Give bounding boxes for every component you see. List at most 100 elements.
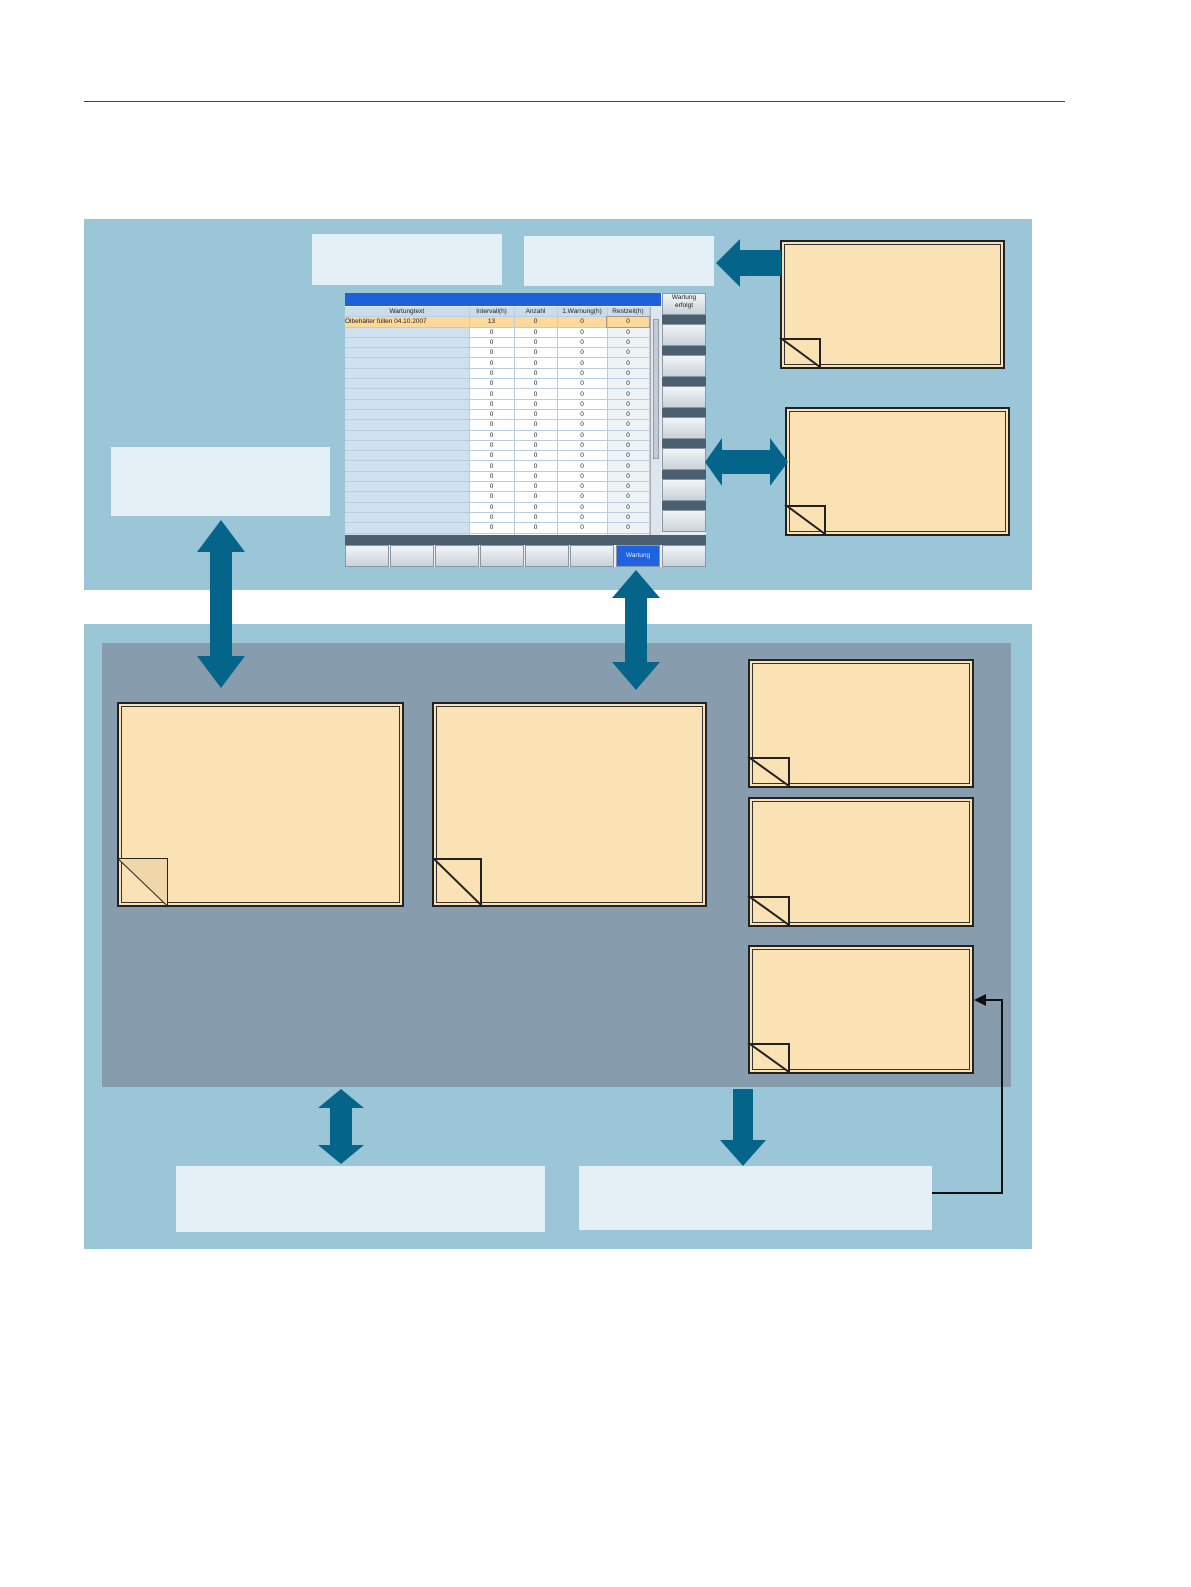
table-cell[interactable]: 13 <box>469 316 515 328</box>
table-cell[interactable]: 0 <box>607 460 650 472</box>
table-cell[interactable]: 0 <box>557 357 608 369</box>
table-cell[interactable] <box>345 378 470 390</box>
table-cell[interactable]: 0 <box>557 399 608 410</box>
table-cell[interactable] <box>345 512 470 524</box>
table-cell[interactable] <box>345 399 470 410</box>
table-cell[interactable]: 0 <box>514 316 558 328</box>
side-button[interactable] <box>662 355 706 377</box>
table-cell[interactable]: 0 <box>514 460 558 472</box>
side-button[interactable] <box>662 448 706 470</box>
table-cell[interactable]: 0 <box>557 512 608 524</box>
table-cell[interactable]: 0 <box>607 327 650 338</box>
table-cell[interactable] <box>345 337 470 349</box>
table-cell[interactable]: 0 <box>607 347 650 359</box>
softkey-button[interactable] <box>390 545 434 567</box>
table-cell[interactable]: 0 <box>514 399 558 410</box>
table-cell[interactable] <box>345 450 470 462</box>
table-cell[interactable]: 0 <box>557 491 608 503</box>
table-cell[interactable]: 0 <box>607 471 650 483</box>
table-cell[interactable]: 0 <box>557 419 608 431</box>
table-cell[interactable]: 0 <box>469 327 515 338</box>
table-cell[interactable] <box>345 409 470 421</box>
table-cell[interactable]: 0 <box>607 419 650 431</box>
table-cell[interactable]: 0 <box>607 450 650 462</box>
table-cell[interactable]: 0 <box>514 409 558 421</box>
table-cell[interactable] <box>345 460 470 472</box>
table-cell[interactable]: 0 <box>607 430 650 441</box>
table-cell[interactable]: 0 <box>606 315 650 329</box>
softkey-button[interactable] <box>435 545 479 567</box>
table-cell[interactable]: 0 <box>607 357 650 369</box>
column-header[interactable]: Anzahl <box>514 307 558 318</box>
table-cell[interactable] <box>345 327 470 338</box>
table-cell[interactable]: 0 <box>557 502 608 513</box>
table-cell[interactable]: 0 <box>469 512 515 524</box>
table-cell[interactable]: 0 <box>557 388 608 400</box>
table-cell[interactable]: 0 <box>469 357 515 369</box>
softkey-maintenance[interactable]: Wartung <box>616 545 660 567</box>
table-cell[interactable]: 0 <box>514 368 558 380</box>
side-button[interactable] <box>662 324 706 346</box>
table-cell[interactable] <box>345 502 470 513</box>
table-cell[interactable]: 0 <box>607 388 650 400</box>
table-cell[interactable] <box>345 419 470 431</box>
table-cell[interactable]: 0 <box>469 419 515 431</box>
table-cell[interactable] <box>345 430 470 441</box>
table-cell[interactable]: 0 <box>469 388 515 400</box>
table-cell[interactable]: 0 <box>557 471 608 483</box>
table-cell[interactable] <box>345 368 470 380</box>
table-cell[interactable]: 0 <box>469 471 515 483</box>
table-cell[interactable]: 0 <box>607 512 650 524</box>
table-cell[interactable]: 0 <box>607 440 650 452</box>
table-cell[interactable]: 0 <box>557 460 608 472</box>
table-cell[interactable]: 0 <box>514 419 558 431</box>
table-cell[interactable]: 0 <box>469 399 515 410</box>
softkey-button[interactable] <box>525 545 569 567</box>
table-cell[interactable]: 0 <box>469 502 515 513</box>
table-cell[interactable]: 0 <box>557 337 608 349</box>
table-cell[interactable]: 0 <box>607 491 650 503</box>
softkey-button[interactable] <box>345 545 389 567</box>
table-cell[interactable]: 0 <box>469 522 515 534</box>
column-header[interactable]: 1.Warnung(h) <box>557 307 608 318</box>
softkey-button[interactable] <box>662 545 706 567</box>
table-cell[interactable]: 0 <box>514 471 558 483</box>
table-cell[interactable]: 0 <box>469 481 515 493</box>
scrollbar-thumb[interactable] <box>653 319 659 459</box>
table-cell[interactable] <box>345 522 470 534</box>
table-cell[interactable]: 0 <box>469 460 515 472</box>
side-button[interactable] <box>662 417 706 439</box>
softkey-button[interactable] <box>480 545 524 567</box>
side-button[interactable] <box>662 479 706 501</box>
table-cell[interactable]: 0 <box>469 337 515 349</box>
table-cell[interactable] <box>345 357 470 369</box>
table-cell[interactable]: 0 <box>514 357 558 369</box>
table-cell[interactable] <box>345 388 470 400</box>
maintenance-done-button[interactable]: Wartung erfolgt <box>662 293 706 315</box>
table-cell[interactable]: 0 <box>514 512 558 524</box>
table-cell[interactable]: 0 <box>514 388 558 400</box>
table-cell[interactable]: 0 <box>514 430 558 441</box>
table-cell[interactable]: 0 <box>557 347 608 359</box>
table-cell[interactable]: 0 <box>557 409 608 421</box>
table-cell[interactable]: 0 <box>514 378 558 390</box>
side-button[interactable] <box>662 510 706 532</box>
column-header[interactable]: Restzeit(h) <box>607 307 650 318</box>
table-cell[interactable]: 0 <box>469 378 515 390</box>
table-cell[interactable]: 0 <box>607 378 650 390</box>
table-cell[interactable]: 0 <box>557 481 608 493</box>
table-cell[interactable]: 0 <box>514 450 558 462</box>
table-cell[interactable]: 0 <box>514 491 558 503</box>
table-cell[interactable] <box>345 471 470 483</box>
table-scrollbar[interactable] <box>650 307 661 547</box>
table-cell[interactable]: 0 <box>607 502 650 513</box>
